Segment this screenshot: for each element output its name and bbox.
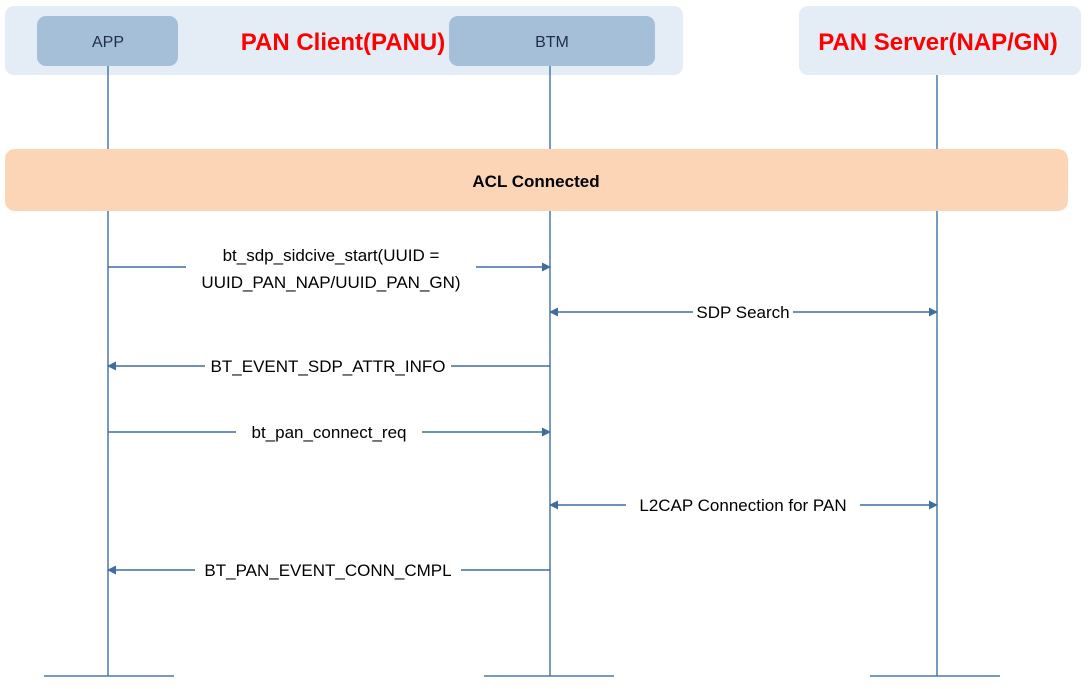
acl-banner-label: ACL Connected — [472, 172, 599, 191]
server-group-box — [799, 6, 1081, 75]
acl-banner — [5, 149, 1068, 211]
app-actor-box — [37, 16, 178, 66]
message-label-bg-l2cap-connection — [626, 493, 860, 517]
message-label-sdp-start-line1: bt_sdp_sidcive_start(UUID = — [223, 246, 440, 265]
message-label-pan-connect-req: bt_pan_connect_req — [251, 423, 406, 442]
btm-actor-box — [449, 16, 655, 66]
app-actor-label: APP — [92, 34, 124, 51]
btm-actor-label: BTM — [535, 34, 569, 51]
server-group-title: PAN Server(NAP/GN) — [818, 29, 1058, 56]
message-label-sdp-start-line2: UUID_PAN_NAP/UUID_PAN_GN) — [201, 273, 460, 292]
message-label-bg-sdp-start — [186, 240, 476, 294]
message-label-l2cap-connection: L2CAP Connection for PAN — [639, 496, 846, 515]
message-label-pan-conn-cmpl: BT_PAN_EVENT_CONN_CMPL — [204, 561, 451, 580]
message-label-bg-pan-conn-cmpl — [195, 558, 461, 582]
client-group-title: PAN Client(PANU) — [241, 29, 445, 56]
message-label-sdp-attr-info: BT_EVENT_SDP_ATTR_INFO — [211, 357, 446, 376]
message-label-bg-sdp-attr-info — [205, 354, 451, 378]
message-label-bg-pan-connect-req — [236, 420, 422, 444]
message-label-bg-sdp-search — [693, 300, 793, 324]
message-label-sdp-search: SDP Search — [696, 303, 789, 322]
